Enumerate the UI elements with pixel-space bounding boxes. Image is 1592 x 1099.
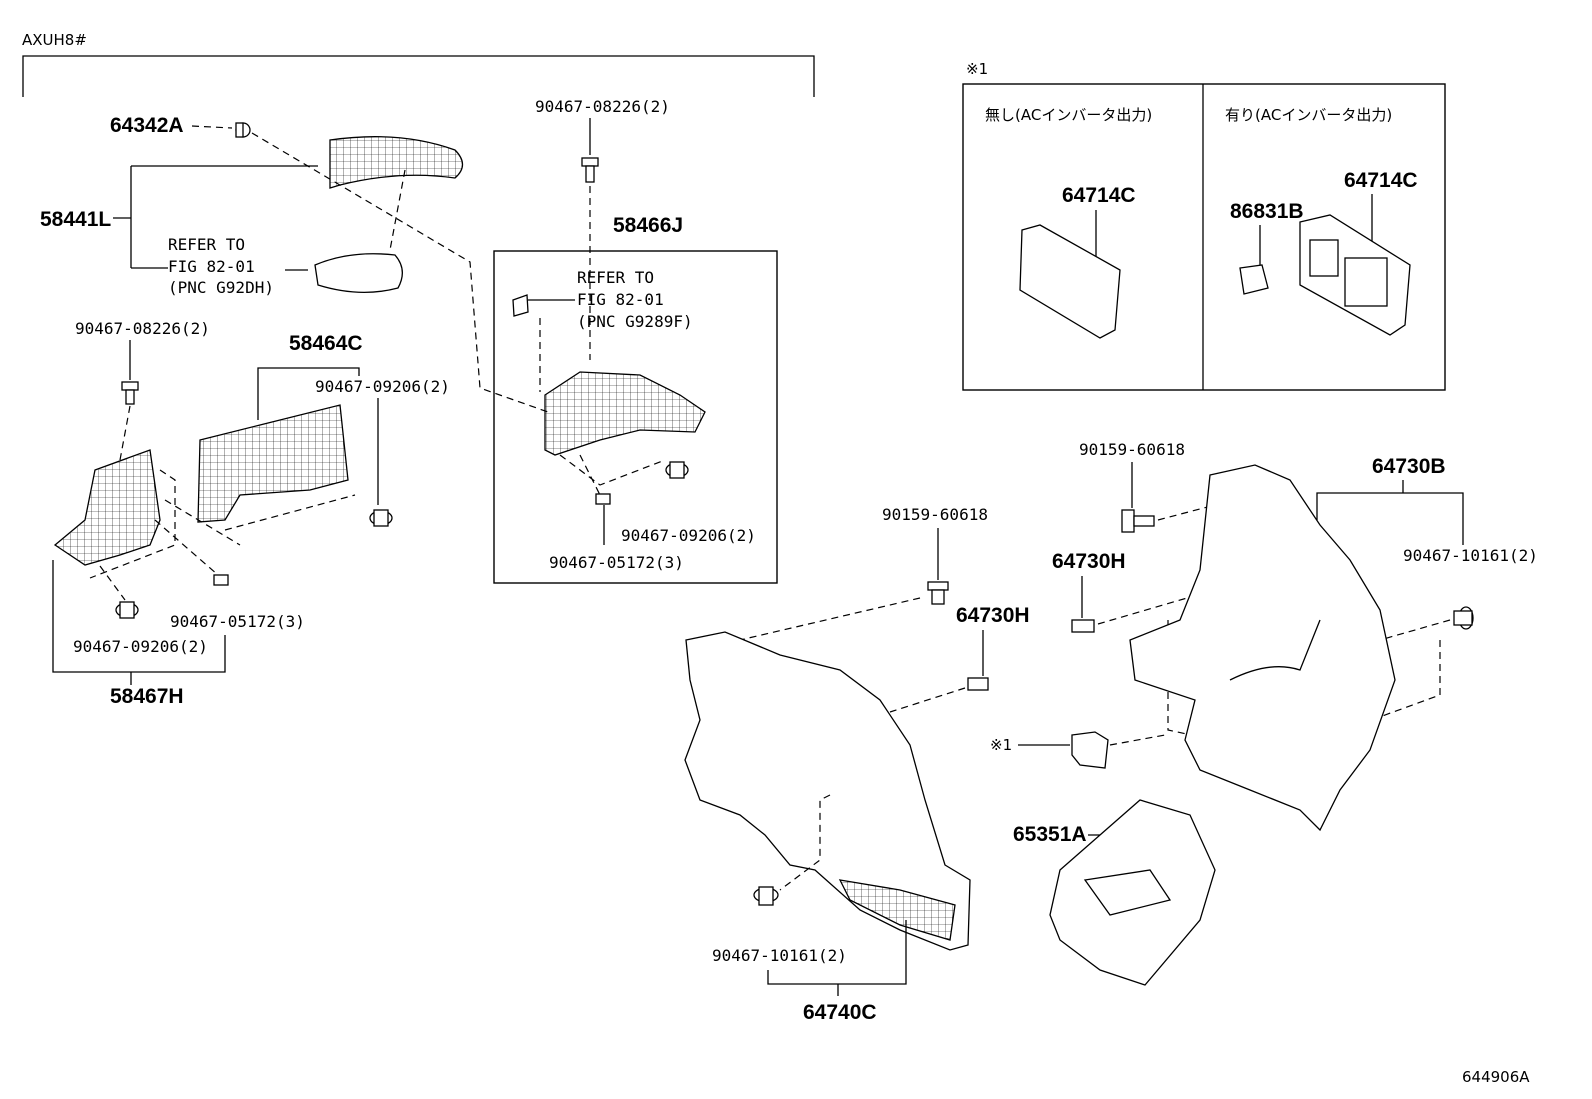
clip-10161-right	[1453, 606, 1474, 630]
inset-left-title: 無し(ACインバータ出力)	[985, 106, 1152, 124]
bracket-64740C	[767, 920, 907, 996]
bracket-58441L	[113, 165, 318, 271]
label-clip-08226-mid: 90467-08226(2)	[535, 97, 670, 116]
clip-64730H-mid	[967, 677, 989, 691]
marker-ref: ※1	[990, 736, 1012, 754]
label-64714C-right: 64714C	[1344, 169, 1418, 192]
part-ref-g9289f	[512, 294, 529, 317]
label-58441L: 58441L	[40, 208, 111, 231]
label-64740C: 64740C	[803, 1001, 877, 1024]
clip-08226-mid	[581, 157, 599, 183]
ref2-line1: REFER TO	[577, 268, 654, 287]
bracket-58467H	[52, 560, 226, 685]
label-clip-10161-mid: 90467-10161(2)	[712, 946, 847, 965]
clip-05172-mid	[595, 493, 611, 505]
bolt-60618-mid	[927, 581, 949, 605]
leader-64342A	[191, 125, 233, 129]
label-clip-09206-lower: 90467-09206(2)	[73, 637, 208, 656]
clip-09206-lower	[115, 601, 139, 619]
label-bolt-60618-mid: 90159-60618	[882, 505, 988, 524]
bracket-64730B	[1316, 480, 1464, 545]
part-64740C	[684, 631, 971, 951]
ref1-line3: (PNC G92DH)	[168, 278, 274, 297]
clip-05172-left	[213, 574, 229, 586]
part-86831B	[1239, 264, 1269, 295]
clip-64342A	[235, 122, 251, 138]
label-clip-10161-right: 90467-10161(2)	[1403, 546, 1538, 565]
label-64730B: 64730B	[1372, 455, 1446, 478]
label-86831B: 86831B	[1230, 200, 1304, 223]
ref2-line3: (PNC G9289F)	[577, 312, 693, 331]
part-58441L-upper	[329, 136, 464, 189]
inset-box	[962, 83, 1446, 391]
label-clip-05172-mid: 90467-05172(3)	[549, 553, 684, 572]
model-code: AXUH8#	[22, 31, 87, 49]
label-clip-05172-left: 90467-05172(3)	[170, 612, 305, 631]
label-clip-08226-left: 90467-08226(2)	[75, 319, 210, 338]
ref1-line2: FIG 82-01	[168, 257, 255, 276]
ref2-line2: FIG 82-01	[577, 290, 664, 309]
part-65351A	[1049, 799, 1216, 986]
label-58464C: 58464C	[289, 332, 363, 355]
part-58466J	[544, 371, 706, 456]
label-clip-09206-upper: 90467-09206(2)	[315, 377, 450, 396]
box-58466J	[493, 250, 778, 584]
part-64730B	[1129, 464, 1396, 832]
inset-marker: ※1	[966, 60, 988, 78]
label-bolt-60618-right: 90159-60618	[1079, 440, 1185, 459]
group-bracket	[22, 55, 815, 97]
clip-10161-mid	[753, 886, 779, 906]
label-58466J: 58466J	[613, 214, 683, 237]
clip-09206-mid	[665, 461, 689, 479]
part-64714C-left	[1019, 224, 1121, 339]
figure-id: 644906A	[1462, 1068, 1530, 1086]
label-65351A: 65351A	[1013, 823, 1087, 846]
clip-09206-upper	[369, 509, 393, 527]
part-58464C	[197, 404, 349, 523]
clip-64730H-right	[1071, 619, 1095, 633]
label-58467H: 58467H	[110, 685, 184, 708]
inset-right-title: 有り(ACインバータ出力)	[1225, 106, 1392, 124]
label-clip-09206-mid: 90467-09206(2)	[621, 526, 756, 545]
label-64730H-mid: 64730H	[956, 604, 1030, 627]
part-58467H	[53, 449, 161, 566]
part-58441L-lower	[314, 253, 403, 293]
ref1-line1: REFER TO	[168, 235, 245, 254]
clip-08226-left	[121, 381, 139, 405]
label-64342A: 64342A	[110, 114, 184, 137]
part-marker-ref	[1071, 731, 1109, 769]
label-64714C-left: 64714C	[1062, 184, 1136, 207]
bolt-60618-right	[1121, 509, 1155, 533]
label-64730H-right: 64730H	[1052, 550, 1126, 573]
